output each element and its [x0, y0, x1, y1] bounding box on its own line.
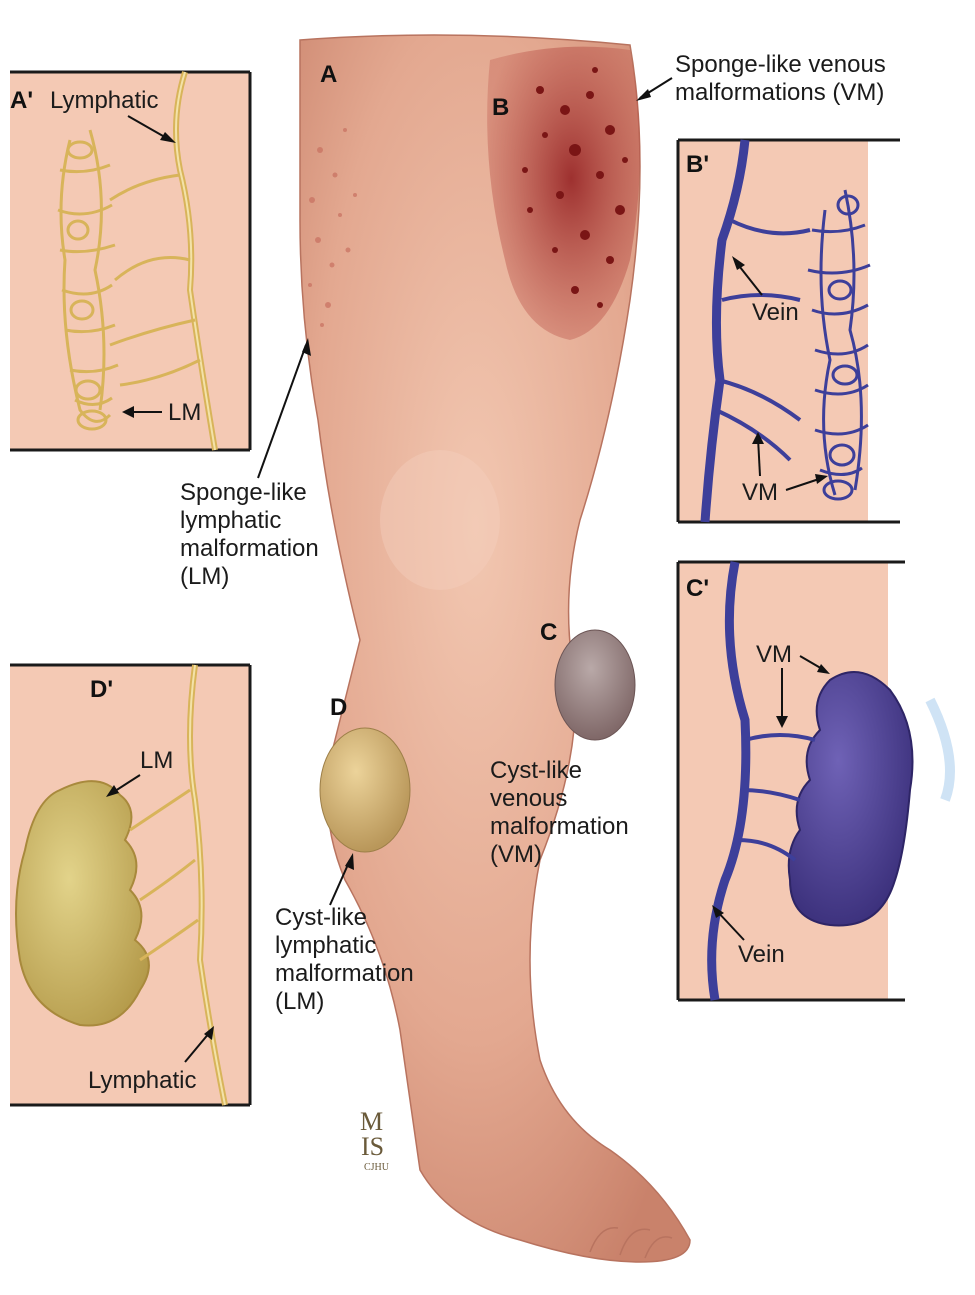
panel-a-prime-letter: A' [10, 87, 33, 114]
knee-highlight [380, 450, 500, 590]
panel-c-prime-letter: C' [686, 575, 709, 602]
d-prime-lm-label: LM [140, 747, 173, 774]
sponge-lymphatic-label: Sponge-like lymphatic malformation (LM) [180, 479, 325, 590]
d-prime-lymphatic-sac [16, 781, 149, 1025]
a-prime-lymphatic-label: Lymphatic [50, 87, 159, 114]
letter-a: A [320, 61, 337, 88]
panel-b-prime: B' Vein VM [678, 140, 900, 522]
sponge-lymphatic-arrow [258, 338, 311, 478]
letter-d: D [330, 694, 347, 721]
letter-b: B [492, 94, 509, 121]
a-prime-lm-label: LM [168, 399, 201, 426]
artist-signature: M IS CJHU [360, 1107, 390, 1173]
watermark-arc [930, 700, 950, 800]
svg-text:CJHU: CJHU [364, 1162, 390, 1173]
svg-text:IS: IS [361, 1132, 384, 1161]
panel-a-prime: A' Lymphatic LM [10, 72, 250, 450]
b-prime-vm-label: VM [742, 479, 778, 506]
panel-b-prime-letter: B' [686, 151, 709, 178]
sponge-venous-label: Sponge-like venous malformations (VM) [675, 51, 892, 106]
d-prime-lymphatic-label: Lymphatic [88, 1067, 197, 1094]
panel-a-prime-background [10, 72, 250, 450]
panel-d-prime-letter: D' [90, 676, 113, 703]
leg-illustration [300, 35, 690, 1262]
cyst-venous-label: Cyst-like venous malformation (VM) [490, 757, 635, 868]
c-prime-vm-label: VM [756, 641, 792, 668]
b-prime-vein-label: Vein [752, 299, 799, 326]
letter-c: C [540, 619, 557, 646]
cyst-venous-c [555, 630, 635, 740]
sponge-venous-arrow [636, 78, 672, 101]
c-prime-vein-label: Vein [738, 941, 785, 968]
panel-c-prime: C' VM Vein [678, 562, 913, 1000]
cyst-lymphatic-d [320, 728, 410, 852]
panel-d-prime: D' LM Lymphatic [10, 665, 250, 1105]
